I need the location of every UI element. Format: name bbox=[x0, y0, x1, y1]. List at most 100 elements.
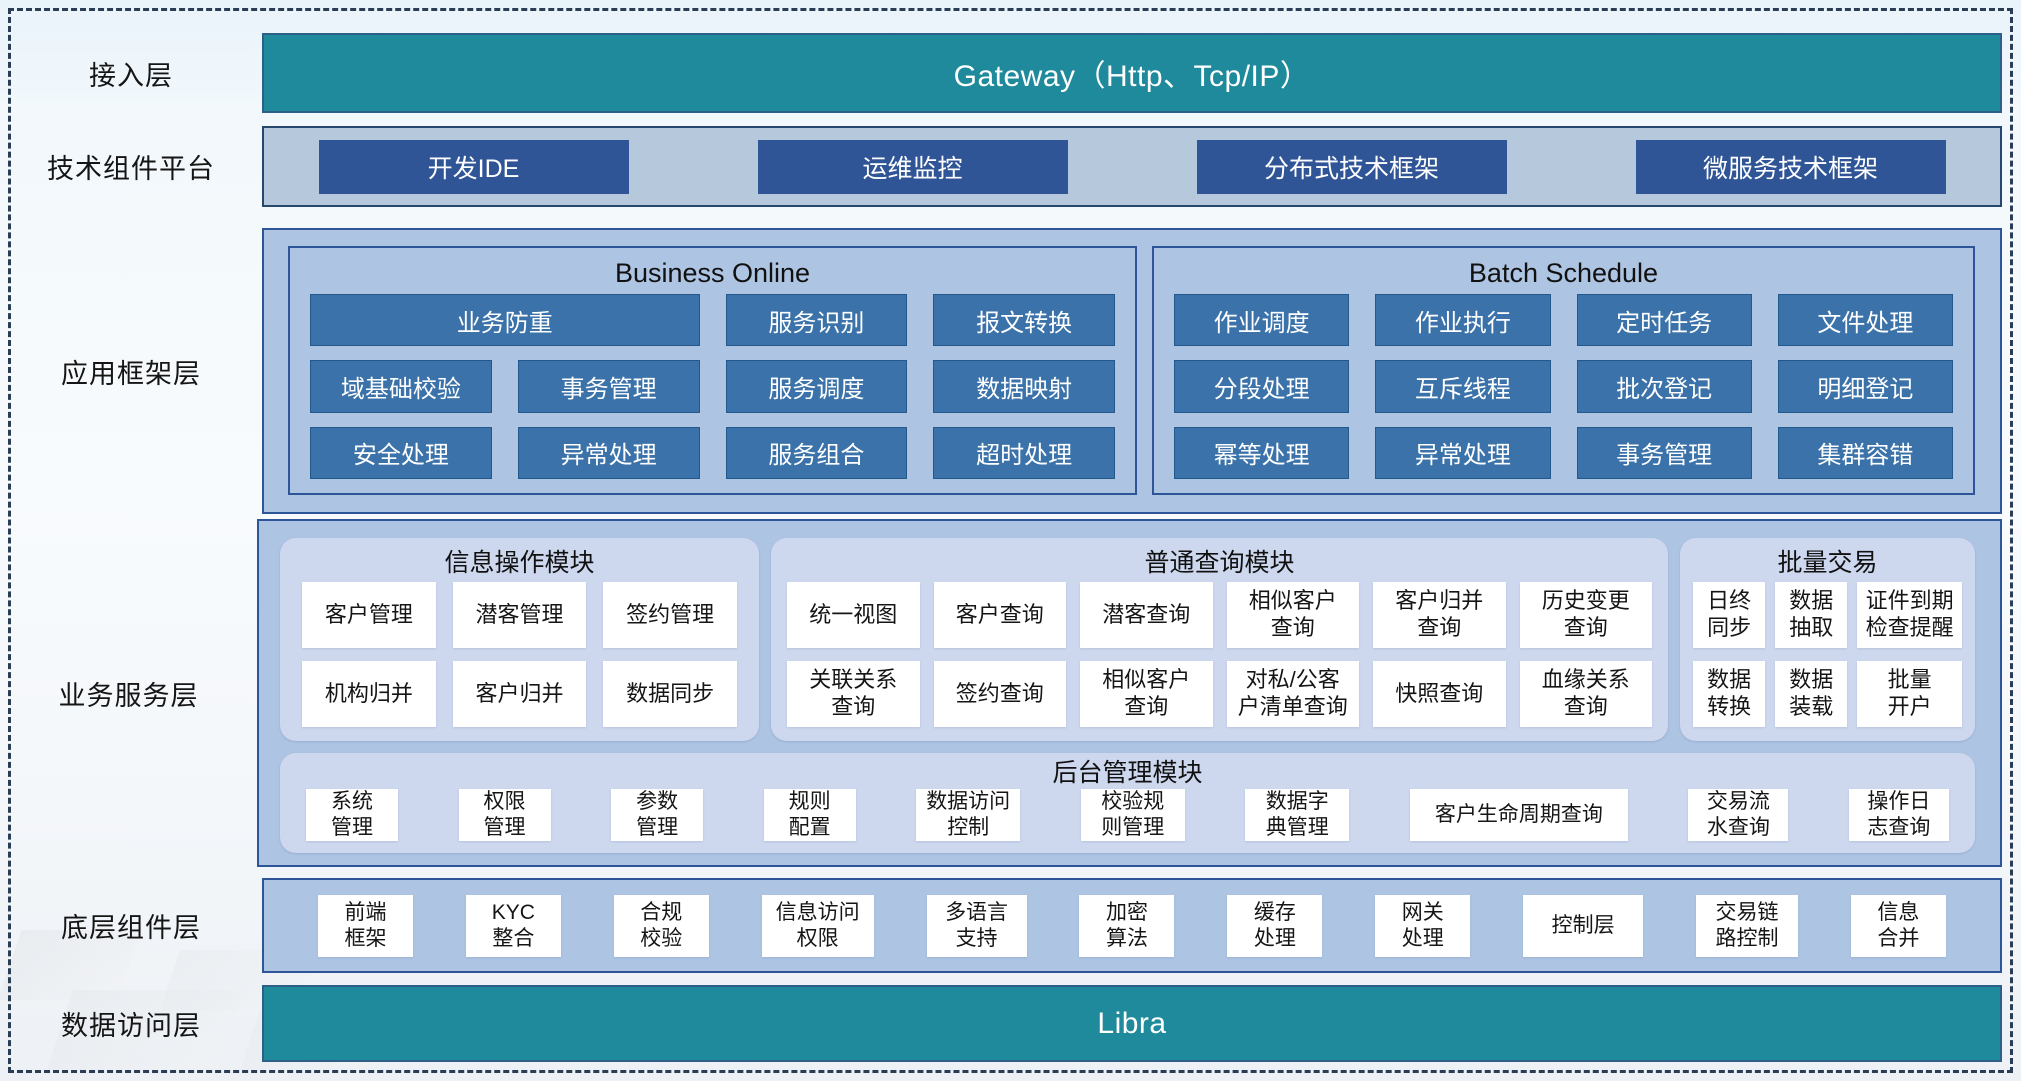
query-item: 潜客查询 bbox=[1080, 582, 1213, 648]
admin-item: 规则 配置 bbox=[763, 789, 856, 841]
base-components-container: 前端 框架 KYC 整合 合规 校验 信息访问 权限 多语言 支持 加密 算法 … bbox=[262, 878, 2002, 973]
admin-item: 数据访问 控制 bbox=[916, 789, 1021, 841]
bo-item: 服务调度 bbox=[725, 360, 908, 413]
base-item: 控制层 bbox=[1523, 894, 1644, 957]
tech-platform-row: 技术组件平台 开发IDE 运维监控 分布式技术框架 微服务技术框架 bbox=[0, 126, 2021, 207]
tech-platform-label: 技术组件平台 bbox=[47, 154, 215, 184]
tech-item-microservice-framework: 微服务技术框架 bbox=[1635, 139, 1946, 194]
query-item: 对私/公客 户清单查询 bbox=[1226, 661, 1359, 727]
base-item: 缓存 处理 bbox=[1227, 894, 1323, 957]
batch-trade-item: 数据 转换 bbox=[1693, 661, 1766, 727]
admin-module-panel: 后台管理模块 系统 管理 权限 管理 参数 管理 规则 配置 数据访问 控制 校… bbox=[280, 753, 1975, 853]
app-framework-container: Business Online 业务防重 服务识别 报文转换 域基础校验 事务管… bbox=[262, 228, 2002, 514]
business-service-top-panels: 信息操作模块 客户管理 潜客管理 签约管理 机构归并 客户归并 数据同步 普通查… bbox=[280, 538, 1975, 741]
query-item: 相似客户 查询 bbox=[1080, 661, 1213, 727]
bs-item: 作业调度 bbox=[1174, 294, 1350, 347]
bo-item: 报文转换 bbox=[933, 294, 1115, 347]
base-item: 前端 框架 bbox=[318, 894, 413, 957]
data-access-label: 数据访问层 bbox=[61, 1011, 201, 1041]
bs-item: 幂等处理 bbox=[1174, 426, 1350, 479]
info-item: 客户管理 bbox=[302, 582, 436, 648]
libra-bar: Libra bbox=[262, 985, 2002, 1062]
bo-item: 域基础校验 bbox=[310, 360, 492, 413]
info-item: 机构归并 bbox=[302, 661, 436, 727]
bs-item: 异常处理 bbox=[1375, 426, 1551, 479]
query-item: 客户查询 bbox=[933, 582, 1066, 648]
batch-schedule-box: Batch Schedule 作业调度 作业执行 定时任务 文件处理 分段处理 … bbox=[1152, 246, 1975, 495]
batch-trade-panel: 批量交易 日终 同步 数据 抽取 证件到期 检查提醒 数据 转换 数据 装载 批… bbox=[1680, 538, 1975, 741]
bo-item: 服务组合 bbox=[725, 426, 908, 479]
gateway-bar: Gateway（Http、Tcp/IP） bbox=[262, 33, 2002, 113]
info-module-grid: 客户管理 潜客管理 签约管理 机构归并 客户归并 数据同步 bbox=[302, 582, 737, 727]
bs-item: 定时任务 bbox=[1576, 294, 1752, 347]
business-online-grid: 业务防重 服务识别 报文转换 域基础校验 事务管理 服务调度 数据映射 安全处理… bbox=[310, 294, 1115, 479]
base-item: 信息访问 权限 bbox=[761, 894, 874, 957]
bo-item: 数据映射 bbox=[933, 360, 1115, 413]
business-online-box: Business Online 业务防重 服务识别 报文转换 域基础校验 事务管… bbox=[288, 246, 1137, 495]
admin-item: 权限 管理 bbox=[458, 789, 551, 841]
batch-trade-item: 批量 开户 bbox=[1857, 661, 1962, 727]
base-item: KYC 整合 bbox=[465, 894, 561, 957]
app-framework-label: 应用框架层 bbox=[61, 358, 201, 389]
query-item: 血缘关系 查询 bbox=[1519, 661, 1652, 727]
business-service-label: 业务服务层 bbox=[58, 680, 199, 711]
base-components-row: 底层组件层 前端 框架 KYC 整合 合规 校验 信息访问 权限 多语言 支持 … bbox=[0, 878, 2021, 973]
bo-item: 安全处理 bbox=[310, 426, 492, 479]
tech-platform-container: 开发IDE 运维监控 分布式技术框架 微服务技术框架 bbox=[262, 126, 2002, 207]
tech-item-dev-ide: 开发IDE bbox=[318, 139, 629, 194]
admin-item: 参数 管理 bbox=[611, 789, 704, 841]
base-item: 网关 处理 bbox=[1375, 894, 1471, 957]
admin-item: 系统 管理 bbox=[306, 789, 398, 841]
base-components-label: 底层组件层 bbox=[61, 913, 201, 943]
query-item: 快照查询 bbox=[1373, 661, 1506, 727]
business-service-row: 业务服务层 信息操作模块 客户管理 潜客管理 签约管理 机构归并 客户归并 数据… bbox=[0, 519, 2021, 867]
query-module-grid: 统一视图 客户查询 潜客查询 相似客户 查询 客户归并 查询 历史变更 查询 关… bbox=[787, 582, 1652, 727]
admin-item: 交易流 水查询 bbox=[1688, 789, 1789, 841]
query-module-title: 普通查询模块 bbox=[1144, 549, 1295, 577]
bs-item: 明细登记 bbox=[1777, 360, 1953, 413]
query-item: 关联关系 查询 bbox=[787, 661, 920, 727]
bs-item: 集群容错 bbox=[1777, 426, 1953, 479]
business-online-title: Business Online bbox=[614, 257, 811, 288]
app-framework-row: 应用框架层 Business Online 业务防重 服务识别 报文转换 域基础… bbox=[0, 228, 2021, 514]
info-item: 潜客管理 bbox=[452, 582, 587, 648]
admin-module-row: 系统 管理 权限 管理 参数 管理 规则 配置 数据访问 控制 校验规 则管理 … bbox=[306, 789, 1949, 841]
batch-trade-item: 数据 抽取 bbox=[1775, 582, 1848, 648]
query-item: 历史变更 查询 bbox=[1519, 582, 1652, 648]
bo-item: 业务防重 bbox=[310, 294, 700, 347]
bs-item: 分段处理 bbox=[1174, 360, 1350, 413]
info-item: 数据同步 bbox=[603, 661, 737, 727]
query-item: 客户归并 查询 bbox=[1373, 582, 1506, 648]
bo-item: 服务识别 bbox=[725, 294, 908, 347]
admin-item: 校验规 则管理 bbox=[1080, 789, 1185, 841]
base-item: 信息 合并 bbox=[1850, 894, 1946, 957]
info-item: 签约管理 bbox=[603, 582, 737, 648]
bs-item: 事务管理 bbox=[1576, 426, 1752, 479]
admin-item: 客户生命周期查询 bbox=[1409, 789, 1628, 841]
info-item: 客户归并 bbox=[452, 661, 587, 727]
bo-item: 事务管理 bbox=[517, 360, 700, 413]
query-item: 统一视图 bbox=[787, 582, 920, 648]
base-item: 多语言 支持 bbox=[926, 894, 1027, 957]
admin-item: 数据字 典管理 bbox=[1245, 789, 1350, 841]
bs-item: 作业执行 bbox=[1375, 294, 1551, 347]
batch-trade-item: 日终 同步 bbox=[1693, 582, 1766, 648]
info-module-panel: 信息操作模块 客户管理 潜客管理 签约管理 机构归并 客户归并 数据同步 bbox=[280, 538, 759, 741]
access-layer-row: 接入层 Gateway（Http、Tcp/IP） bbox=[0, 33, 2021, 113]
tech-item-distributed-framework: 分布式技术框架 bbox=[1196, 139, 1507, 194]
admin-module-title: 后台管理模块 bbox=[1052, 759, 1203, 787]
batch-schedule-grid: 作业调度 作业执行 定时任务 文件处理 分段处理 互斥线程 批次登记 明细登记 … bbox=[1174, 294, 1953, 479]
query-item: 签约查询 bbox=[933, 661, 1066, 727]
data-access-row: 数据访问层 Libra bbox=[0, 985, 2021, 1062]
base-item: 交易链 路控制 bbox=[1696, 894, 1799, 957]
bs-item: 互斥线程 bbox=[1375, 360, 1551, 413]
tech-item-ops-monitor: 运维监控 bbox=[757, 139, 1068, 194]
bs-item: 文件处理 bbox=[1777, 294, 1953, 347]
access-layer-label: 接入层 bbox=[89, 60, 173, 91]
business-service-container: 信息操作模块 客户管理 潜客管理 签约管理 机构归并 客户归并 数据同步 普通查… bbox=[257, 519, 2002, 867]
batch-trade-item: 证件到期 检查提醒 bbox=[1857, 582, 1962, 648]
info-module-title: 信息操作模块 bbox=[444, 549, 595, 577]
query-item: 相似客户 查询 bbox=[1226, 582, 1359, 648]
bo-item: 超时处理 bbox=[933, 426, 1115, 479]
